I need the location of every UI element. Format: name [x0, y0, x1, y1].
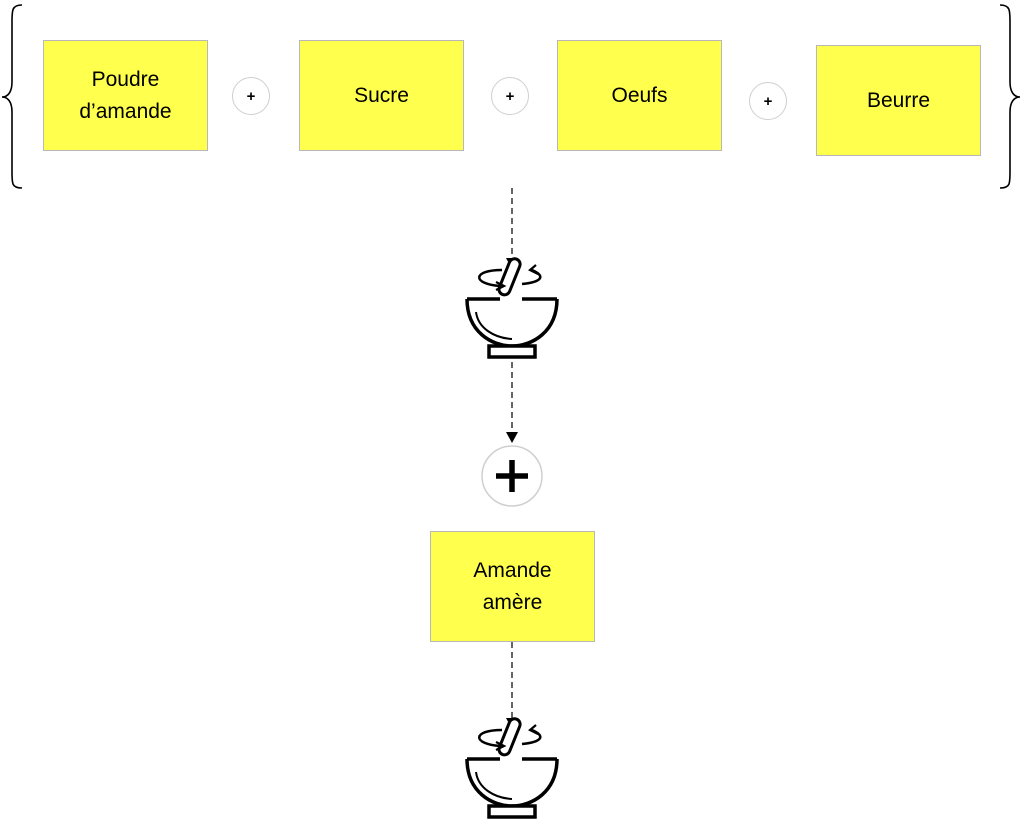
ingredient-note-beurre: Beurre	[816, 45, 981, 156]
dashed-arrow-to-second-mix	[506, 642, 518, 729]
plus-circle-icon	[481, 445, 543, 507]
ingredient-note-poudre-amande: Poudre d’amande	[43, 40, 208, 151]
dashed-arrow-to-plus	[506, 362, 518, 443]
mixing-bowl-icon	[465, 255, 559, 359]
plus-operator-2: +	[491, 77, 529, 115]
ingredient-note-sucre: Sucre	[299, 40, 464, 151]
mixing-bowl-icon	[465, 715, 559, 819]
ingredient-note-amande-amere: Amande amère	[430, 531, 595, 642]
plus-operator-1: +	[232, 77, 270, 115]
ingredient-note-oeufs: Oeufs	[557, 40, 722, 151]
plus-operator-3: +	[749, 82, 787, 120]
dashed-arrow-to-first-mix	[506, 188, 518, 269]
right-curly-brace	[999, 4, 1021, 189]
left-curly-brace	[1, 4, 23, 189]
